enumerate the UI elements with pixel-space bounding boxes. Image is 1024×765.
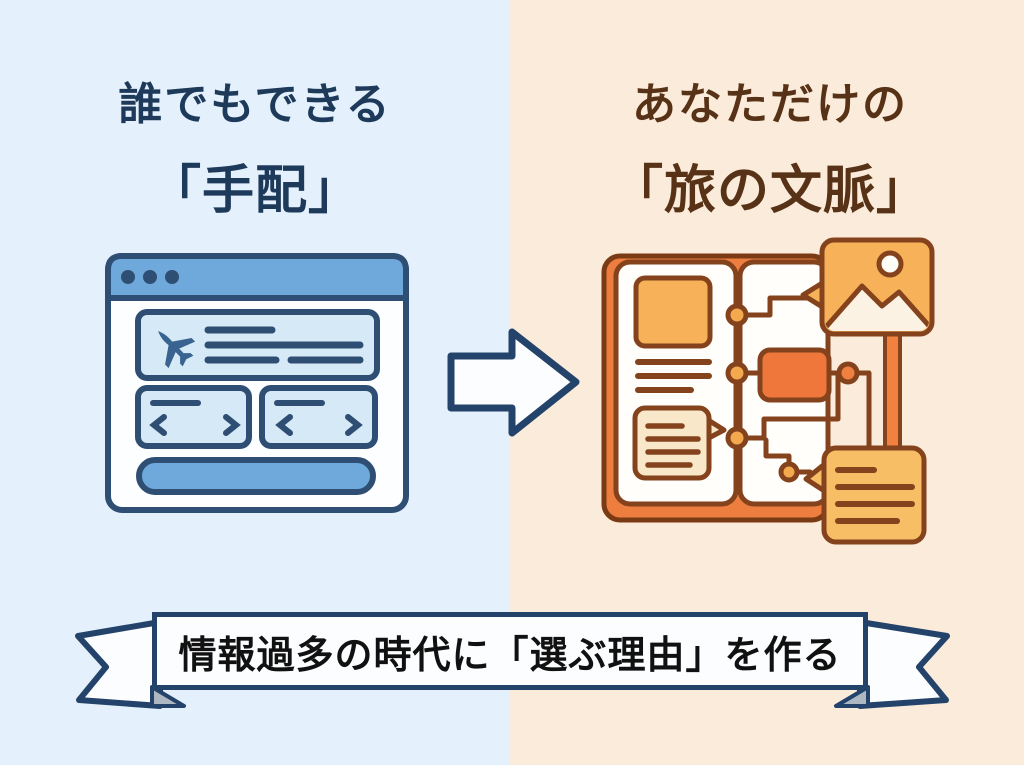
ribbon-fold-right (834, 685, 870, 708)
sun-icon (876, 250, 904, 278)
ribbon-tail-right (857, 619, 950, 709)
left-panel-title: 誰でもできる 「手配」 (80, 68, 430, 223)
connector-band (883, 328, 902, 457)
photo-card-icon (800, 237, 935, 337)
mountains-icon (825, 283, 929, 331)
chevron-right-icon (345, 414, 363, 436)
airplane-icon (157, 330, 196, 369)
flow-node-dots (725, 303, 860, 483)
chevron-left-icon (149, 414, 167, 436)
left-title-line2: 「手配」 (148, 161, 361, 221)
ribbon-banner: 情報過多の時代に「選ぶ理由」を作る (152, 612, 868, 690)
browser-window-icon (105, 253, 409, 513)
right-title-line2: 「旅の文脈」 (610, 161, 929, 221)
arrow-right-icon (447, 328, 580, 437)
travel-notebook-icon (601, 237, 935, 545)
note-bubble-icon (632, 405, 727, 481)
comment-bubble-icon (803, 445, 927, 545)
photo-placeholder-square (633, 275, 713, 349)
browser-titlebar (105, 253, 409, 301)
banner-text: 情報過多の時代に「選ぶ理由」を作る (178, 632, 842, 677)
flight-text-lines (204, 326, 364, 364)
date-selector-card-left (135, 385, 252, 449)
ribbon-tail-left (75, 619, 163, 709)
ribbon-fold-left (150, 685, 186, 708)
booking-button (136, 457, 376, 495)
date-selector-card-right (259, 385, 378, 449)
ribbon-banner-icon (75, 619, 950, 709)
chevron-left-icon (275, 414, 293, 436)
page-text-lines (635, 359, 712, 393)
chevron-right-icon (223, 414, 241, 436)
highlight-node (757, 347, 832, 403)
right-panel-title: あなただけの 「旅の文脈」 (600, 68, 940, 223)
right-title-line1: あなただけの (632, 79, 908, 130)
window-control-dots-icon (121, 270, 179, 284)
left-title-line1: 誰でもできる (118, 79, 392, 130)
